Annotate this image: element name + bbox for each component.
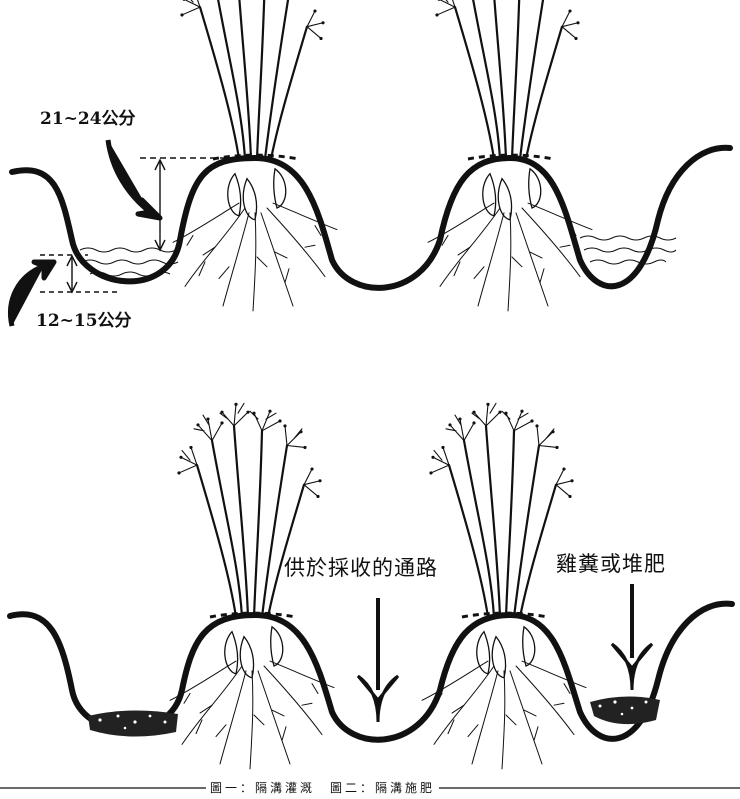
water-right [580,236,676,264]
plant-2a [170,403,334,769]
water-left [80,248,178,276]
upper-measure-label: 21~24公分 [40,104,136,129]
lower-measure-label: 12~15公分 [36,306,132,331]
fertilizer-arrow [612,584,652,690]
figure-1 [10,0,730,326]
path-label: 供於採收的通路 [284,552,438,582]
pointer-arrow-upper [108,140,160,218]
fertilizer-right [590,696,660,724]
fertilizer-label: 雞糞或堆肥 [556,548,666,578]
figure-2 [10,403,732,769]
figure-caption: 圖一：隔溝灌溉 圖二：隔溝施肥 [206,779,439,796]
path-arrow [358,598,398,722]
fertilizer-left [88,710,178,736]
plant-2b [422,403,586,769]
